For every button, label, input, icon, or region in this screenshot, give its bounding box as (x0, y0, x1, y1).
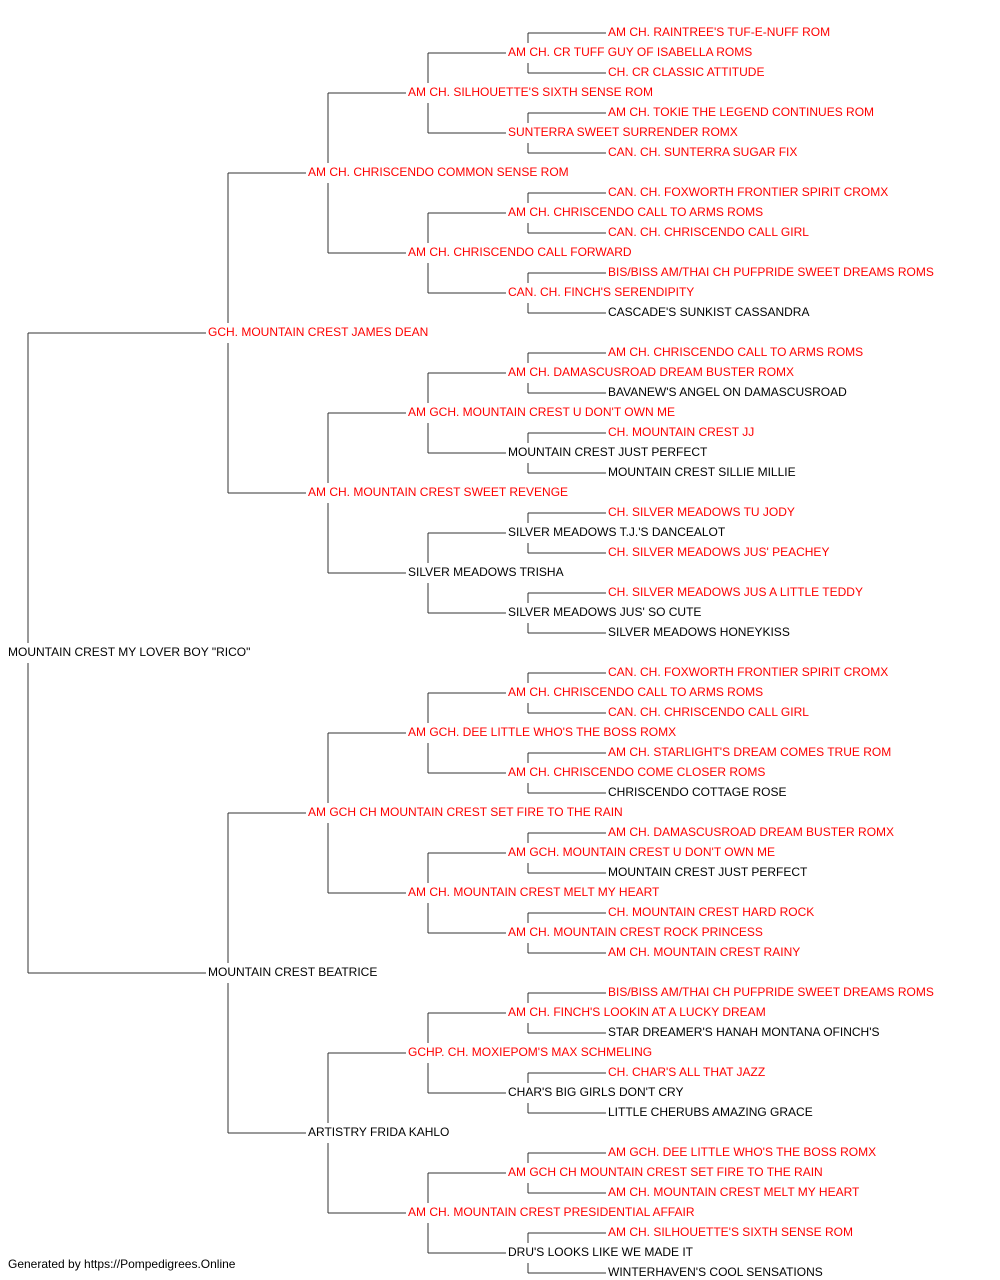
ancestor-name: AM CH. MOUNTAIN CREST MELT MY HEART (408, 885, 660, 899)
ancestor-name: GCH. MOUNTAIN CREST JAMES DEAN (208, 325, 428, 339)
ancestor-name: AM CH. DAMASCUSROAD DREAM BUSTER ROMX (508, 365, 794, 379)
ancestor-name: CAN. CH. FINCH'S SERENDIPITY (508, 285, 694, 299)
ancestor-name: CH. CHAR'S ALL THAT JAZZ (608, 1065, 765, 1079)
ancestor-name: SILVER MEADOWS TRISHA (408, 565, 564, 579)
ancestor-name: WINTERHAVEN'S COOL SENSATIONS (608, 1265, 823, 1279)
ancestor-name: BIS/BISS AM/THAI CH PUFPRIDE SWEET DREAM… (608, 985, 934, 999)
ancestor-name: AM CH. CHRISCENDO CALL TO ARMS ROMS (508, 685, 763, 699)
ancestor-name: CH. SILVER MEADOWS JUS A LITTLE TEDDY (608, 585, 863, 599)
ancestor-name: MOUNTAIN CREST JUST PERFECT (508, 445, 708, 459)
ancestor-name: SILVER MEADOWS T.J.'S DANCEALOT (508, 525, 726, 539)
ancestor-name: LITTLE CHERUBS AMAZING GRACE (608, 1105, 813, 1119)
ancestor-name: AM GCH CH MOUNTAIN CREST SET FIRE TO THE… (508, 1165, 823, 1179)
ancestor-name: AM CH. FINCH'S LOOKIN AT A LUCKY DREAM (508, 1005, 766, 1019)
ancestor-name: AM CH. TOKIE THE LEGEND CONTINUES ROM (608, 105, 874, 119)
ancestor-name: AM CH. CHRISCENDO CALL FORWARD (408, 245, 632, 259)
ancestor-name: GCHP. CH. MOXIEPOM'S MAX SCHMELING (408, 1045, 652, 1059)
subject-name: MOUNTAIN CREST MY LOVER BOY "RICO" (8, 645, 250, 659)
ancestor-name: AM CH. MOUNTAIN CREST MELT MY HEART (608, 1185, 860, 1199)
ancestor-name: AM GCH. DEE LITTLE WHO'S THE BOSS ROMX (608, 1145, 876, 1159)
ancestor-name: ARTISTRY FRIDA KAHLO (308, 1125, 449, 1139)
ancestor-name: CH. CR CLASSIC ATTITUDE (608, 65, 764, 79)
ancestor-name: SILVER MEADOWS HONEYKISS (608, 625, 790, 639)
ancestor-name: STAR DREAMER'S HANAH MONTANA OFINCH'S (608, 1025, 880, 1039)
ancestor-name: CAN. CH. CHRISCENDO CALL GIRL (608, 225, 809, 239)
ancestor-name: MOUNTAIN CREST BEATRICE (208, 965, 377, 979)
ancestor-name: AM GCH. MOUNTAIN CREST U DON'T OWN ME (408, 405, 675, 419)
ancestor-name: CHAR'S BIG GIRLS DON'T CRY (508, 1085, 684, 1099)
ancestor-name: CAN. CH. FOXWORTH FRONTIER SPIRIT CROMX (608, 185, 888, 199)
ancestor-name: SILVER MEADOWS JUS' SO CUTE (508, 605, 701, 619)
ancestor-name: MOUNTAIN CREST JUST PERFECT (608, 865, 808, 879)
footer-credit: Generated by https://Pompedigrees.Online (8, 1257, 236, 1271)
ancestor-name: CAN. CH. CHRISCENDO CALL GIRL (608, 705, 809, 719)
ancestor-name: BAVANEW'S ANGEL ON DAMASCUSROAD (608, 385, 847, 399)
ancestor-name: AM CH. MOUNTAIN CREST SWEET REVENGE (308, 485, 568, 499)
ancestor-name: AM CH. CHRISCENDO CALL TO ARMS ROMS (608, 345, 863, 359)
ancestor-name: AM CH. MOUNTAIN CREST ROCK PRINCESS (508, 925, 763, 939)
ancestor-name: AM CH. CHRISCENDO CALL TO ARMS ROMS (508, 205, 763, 219)
ancestor-name: MOUNTAIN CREST SILLIE MILLIE (608, 465, 796, 479)
ancestor-name: AM CH. SILHOUETTE'S SIXTH SENSE ROM (608, 1225, 853, 1239)
ancestor-name: BIS/BISS AM/THAI CH PUFPRIDE SWEET DREAM… (608, 265, 934, 279)
ancestor-name: SUNTERRA SWEET SURRENDER ROMX (508, 125, 738, 139)
ancestor-name: AM CH. MOUNTAIN CREST PRESIDENTIAL AFFAI… (408, 1205, 695, 1219)
ancestor-name: CASCADE'S SUNKIST CASSANDRA (608, 305, 809, 319)
ancestor-name: CAN. CH. SUNTERRA SUGAR FIX (608, 145, 797, 159)
ancestor-name: AM CH. MOUNTAIN CREST RAINY (608, 945, 800, 959)
ancestor-name: AM GCH. DEE LITTLE WHO'S THE BOSS ROMX (408, 725, 676, 739)
ancestor-name: CH. MOUNTAIN CREST JJ (608, 425, 754, 439)
ancestor-name: CAN. CH. FOXWORTH FRONTIER SPIRIT CROMX (608, 665, 888, 679)
ancestor-name: AM CH. CR TUFF GUY OF ISABELLA ROMS (508, 45, 752, 59)
ancestor-name: CH. MOUNTAIN CREST HARD ROCK (608, 905, 814, 919)
ancestor-name: CH. SILVER MEADOWS JUS' PEACHEY (608, 545, 829, 559)
ancestor-name: AM CH. SILHOUETTE'S SIXTH SENSE ROM (408, 85, 653, 99)
ancestor-name: AM CH. DAMASCUSROAD DREAM BUSTER ROMX (608, 825, 894, 839)
ancestor-name: CH. SILVER MEADOWS TU JODY (608, 505, 795, 519)
ancestor-name: AM GCH. MOUNTAIN CREST U DON'T OWN ME (508, 845, 775, 859)
ancestor-name: DRU'S LOOKS LIKE WE MADE IT (508, 1245, 694, 1259)
ancestor-name: CHRISCENDO COTTAGE ROSE (608, 785, 786, 799)
ancestor-name: AM CH. CHRISCENDO COME CLOSER ROMS (508, 765, 765, 779)
ancestor-name: AM CH. STARLIGHT'S DREAM COMES TRUE ROM (608, 745, 891, 759)
ancestor-name: AM GCH CH MOUNTAIN CREST SET FIRE TO THE… (308, 805, 623, 819)
ancestor-name: AM CH. RAINTREE'S TUF-E-NUFF ROM (608, 25, 830, 39)
ancestor-name: AM CH. CHRISCENDO COMMON SENSE ROM (308, 165, 569, 179)
